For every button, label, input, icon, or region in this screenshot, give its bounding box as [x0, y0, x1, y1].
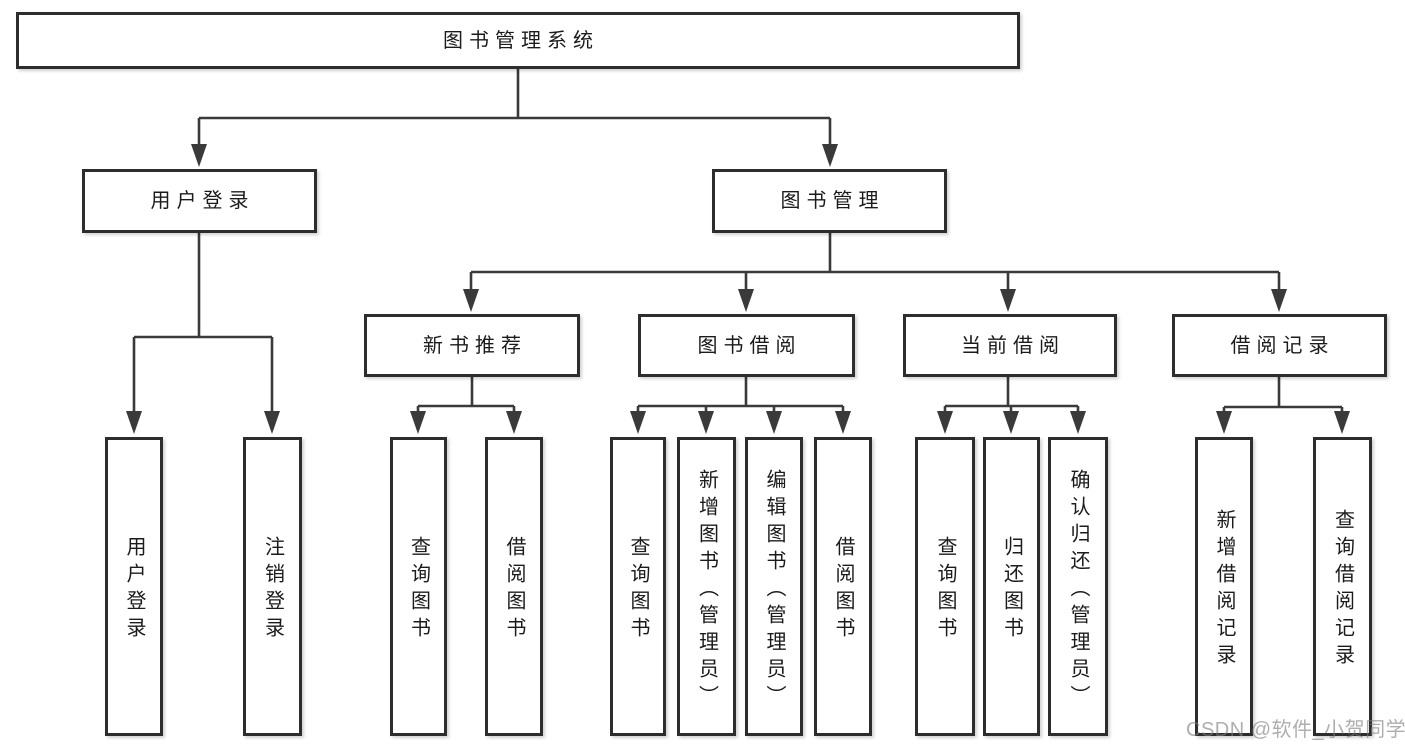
leaf-borrow-books: 借阅图书 [485, 437, 543, 736]
arrowhead-down-icon [126, 411, 142, 434]
leaf-label: 注销登录 [261, 536, 284, 644]
arrowhead-down-icon [264, 411, 280, 434]
arrowhead-down-icon [191, 144, 207, 167]
arrowhead-down-icon [1271, 289, 1287, 312]
arrowhead-down-icon [1216, 411, 1232, 434]
csdn-watermark: CSDN @软件_小贺同学 [1186, 719, 1405, 741]
leaf-add-books-admin: 新增图书（管理员） [677, 437, 736, 736]
arrowhead-down-icon [1070, 411, 1086, 434]
node-label: 当前借阅 [961, 334, 1065, 357]
arrowhead-down-icon [1334, 411, 1350, 434]
leaf-add-borrow-record: 新增借阅记录 [1195, 437, 1253, 736]
node-current-borrow: 当前借阅 [903, 314, 1117, 377]
node-borrow-record: 借阅记录 [1172, 314, 1387, 377]
leaf-query-books: 查询图书 [610, 437, 666, 736]
connector-book-borrow-to-leaves [630, 377, 851, 434]
node-user-login: 用户登录 [82, 169, 317, 233]
arrowhead-down-icon [698, 411, 714, 434]
leaf-label: 确认归还（管理员） [1067, 468, 1089, 712]
arrowhead-down-icon [937, 411, 953, 434]
arrowhead-down-icon [463, 289, 479, 312]
connector-root-to-level2 [191, 69, 838, 167]
leaf-edit-books-admin: 编辑图书（管理员） [745, 437, 803, 736]
leaf-label: 查询借阅记录 [1331, 509, 1354, 671]
node-label: 图书管理系统 [443, 29, 599, 52]
arrowhead-down-icon [630, 411, 646, 434]
arrowhead-down-icon [835, 411, 851, 434]
connector-borrow-record-to-leaves [1216, 377, 1350, 434]
leaf-label: 查询图书 [934, 536, 956, 644]
leaf-label: 新增图书（管理员） [695, 468, 718, 712]
leaf-label: 新增借阅记录 [1213, 509, 1235, 671]
node-label: 图书借阅 [697, 334, 802, 357]
connector-user-login-to-leaves [126, 233, 280, 434]
connector-new-book-recommend-to-leaves [410, 377, 522, 434]
leaf-label: 编辑图书（管理员） [763, 468, 785, 712]
node-book-borrow: 图书借阅 [638, 314, 855, 377]
node-book-management: 图书管理 [712, 169, 947, 233]
leaf-label: 查询图书 [407, 536, 430, 644]
leaf-return-books: 归还图书 [983, 437, 1040, 736]
leaf-label: 借阅图书 [503, 536, 525, 644]
leaf-label: 借阅图书 [832, 536, 854, 644]
leaf-label: 归还图书 [1000, 536, 1023, 644]
leaf-query-borrow-record: 查询借阅记录 [1313, 437, 1372, 736]
leaf-query-books: 查询图书 [390, 437, 447, 736]
arrowhead-down-icon [1003, 411, 1019, 434]
node-label: 借阅记录 [1230, 334, 1335, 357]
leaf-user-login: 用户登录 [105, 437, 163, 736]
leaf-confirm-return-admin: 确认归还（管理员） [1048, 437, 1108, 736]
arrowhead-down-icon [410, 411, 426, 434]
arrowhead-down-icon [738, 289, 754, 312]
node-label: 新书推荐 [423, 334, 527, 357]
leaf-borrow-books: 借阅图书 [814, 437, 872, 736]
arrowhead-down-icon [1000, 289, 1016, 312]
arrowhead-down-icon [766, 411, 782, 434]
node-library-management-system: 图书管理系统 [16, 12, 1020, 69]
leaf-label: 查询图书 [627, 536, 649, 644]
node-label: 图书管理 [780, 190, 885, 212]
arrowhead-down-icon [506, 411, 522, 434]
node-label: 用户登录 [150, 190, 255, 212]
leaf-logout: 注销登录 [243, 437, 302, 736]
arrowhead-down-icon [822, 144, 838, 167]
connector-book-management-to-level3 [463, 233, 1287, 312]
connector-current-borrow-to-leaves [937, 377, 1086, 434]
node-new-book-recommend: 新书推荐 [364, 314, 580, 377]
leaf-label: 用户登录 [123, 536, 145, 644]
leaf-query-books: 查询图书 [915, 437, 975, 736]
